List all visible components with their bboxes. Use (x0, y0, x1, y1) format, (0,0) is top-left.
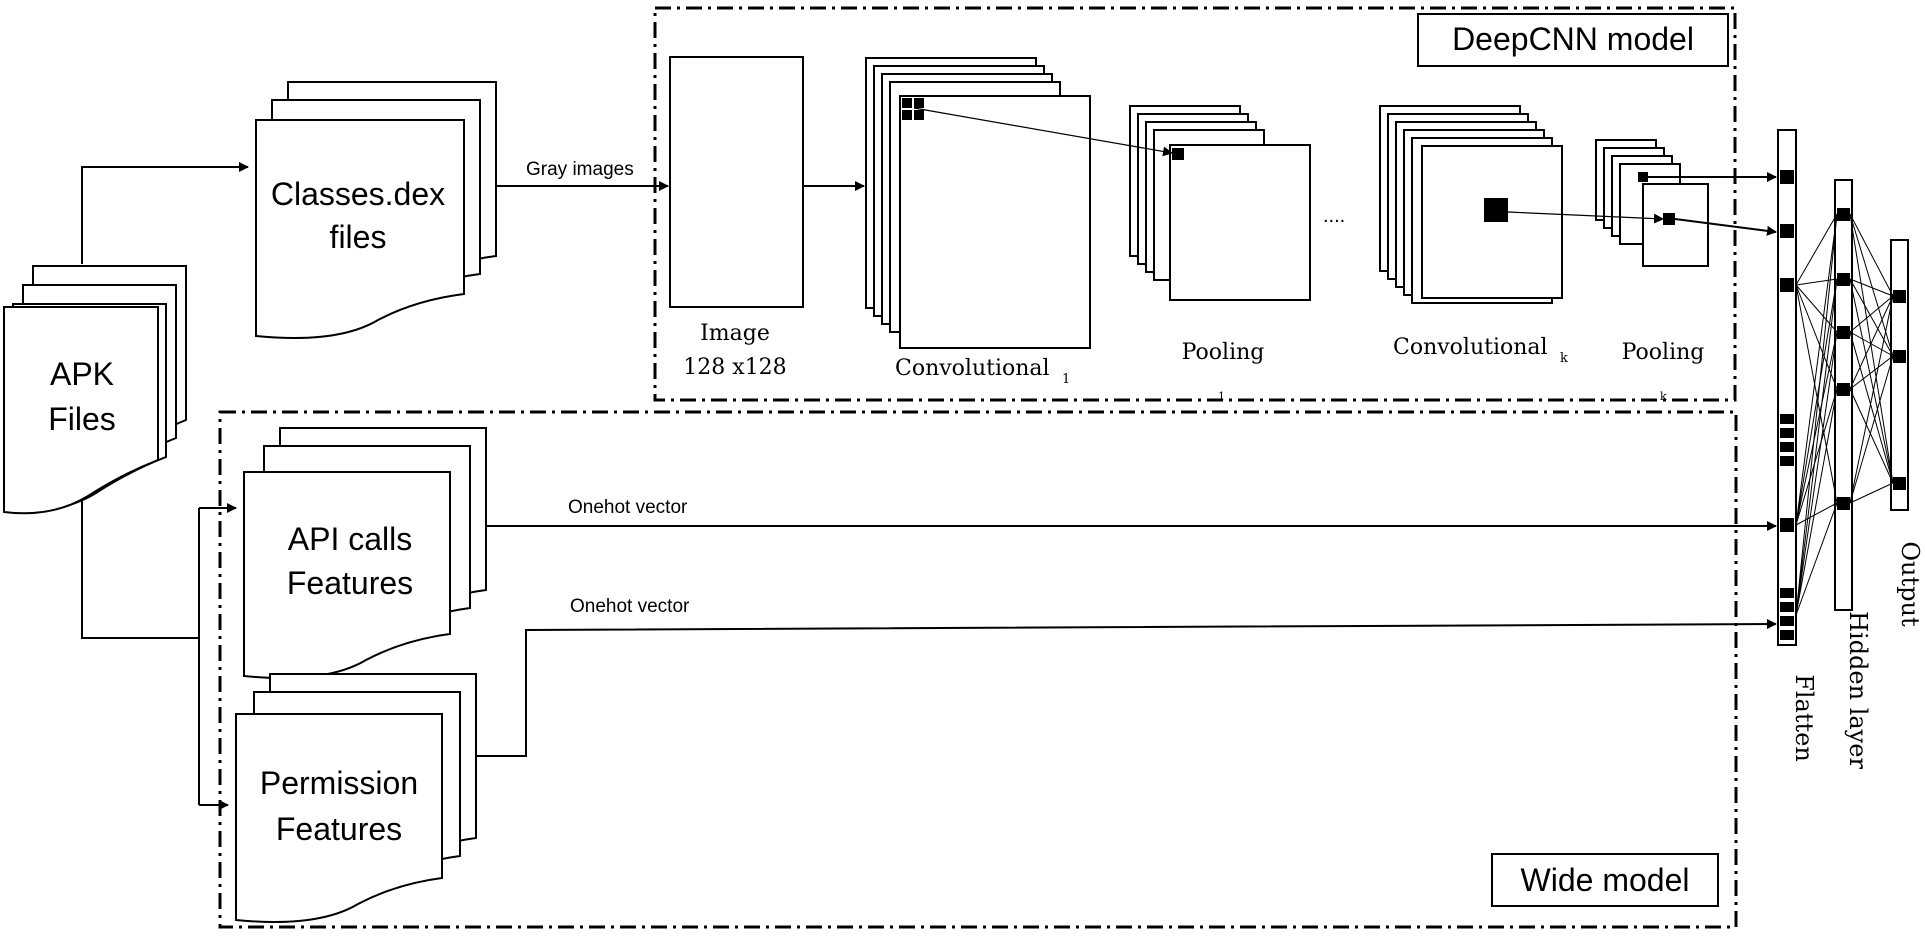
onehot-api-label: Onehot vector (568, 497, 688, 518)
hidden-to-output-connections (1849, 213, 1894, 504)
output-label: Output (1896, 541, 1924, 627)
conv1-label: Convolutional (895, 356, 1050, 381)
apk-files-document: APK Files (3, 265, 187, 515)
svg-text:128 x128: 128 x128 (683, 355, 786, 380)
svg-text:Features: Features (276, 811, 402, 847)
pool1-label: Pooling (1182, 340, 1265, 365)
wide-model-title: Wide model (1491, 853, 1719, 907)
apk-to-classes-arrow (81, 162, 249, 264)
svg-text:Wide model: Wide model (1521, 862, 1690, 898)
svg-text:files: files (330, 219, 387, 255)
svg-text:Features: Features (287, 565, 413, 601)
hidden-layer: Hidden layer (1834, 179, 1872, 769)
hidden-layer-label: Hidden layer (1844, 611, 1872, 769)
convk-label: Convolutional (1393, 335, 1548, 360)
flatten-to-hidden-connections (1795, 213, 1838, 616)
svg-text:Permission: Permission (260, 765, 418, 801)
conv1-subscript: 1 (1062, 372, 1070, 387)
poolk-label: Pooling (1622, 340, 1705, 365)
svg-text:Files: Files (48, 401, 116, 437)
svg-text:Classes.dex: Classes.dex (271, 176, 445, 212)
flatten-label: Flatten (1790, 674, 1818, 762)
api-calls-document: API calls Features (243, 427, 487, 679)
apk-branch-line (81, 500, 199, 639)
flatten-layer: Flatten (1777, 129, 1818, 762)
gray-images-label: Gray images (526, 159, 634, 180)
poolk-subscript: k (1660, 390, 1667, 403)
onehot-permission-arrow (476, 619, 1777, 757)
convk-to-poolk-arrow (1507, 211, 1664, 224)
svg-text:DeepCNN model: DeepCNN model (1452, 21, 1694, 57)
wide-model-region (218, 410, 1738, 929)
convk-subscript: k (1560, 351, 1568, 366)
convk-stack: Convolutional k (1379, 105, 1568, 366)
classes-dex-document: Classes.dex files (255, 81, 497, 339)
ellipsis: .... (1323, 205, 1345, 227)
svg-text:API calls: API calls (288, 521, 412, 557)
input-image-block: Image 128 x128 (669, 56, 804, 380)
poolk-to-flatten-arrow-2 (1674, 218, 1777, 236)
svg-text:Image: Image (700, 321, 770, 346)
conv1-to-pool1-arrow (913, 107, 1173, 157)
onehot-permission-label: Onehot vector (570, 596, 690, 617)
pool1-subscript: 1 (1218, 390, 1225, 403)
deepcnn-model-title: DeepCNN model (1417, 13, 1729, 67)
conv1-stack: Convolutional 1 (865, 57, 1091, 387)
permission-document: Permission Features (235, 673, 477, 923)
output-layer: Output (1890, 239, 1924, 627)
deepcnn-model-region (653, 6, 1737, 402)
poolk-stack: Pooling k (1595, 139, 1709, 403)
svg-text:APK: APK (50, 356, 114, 392)
